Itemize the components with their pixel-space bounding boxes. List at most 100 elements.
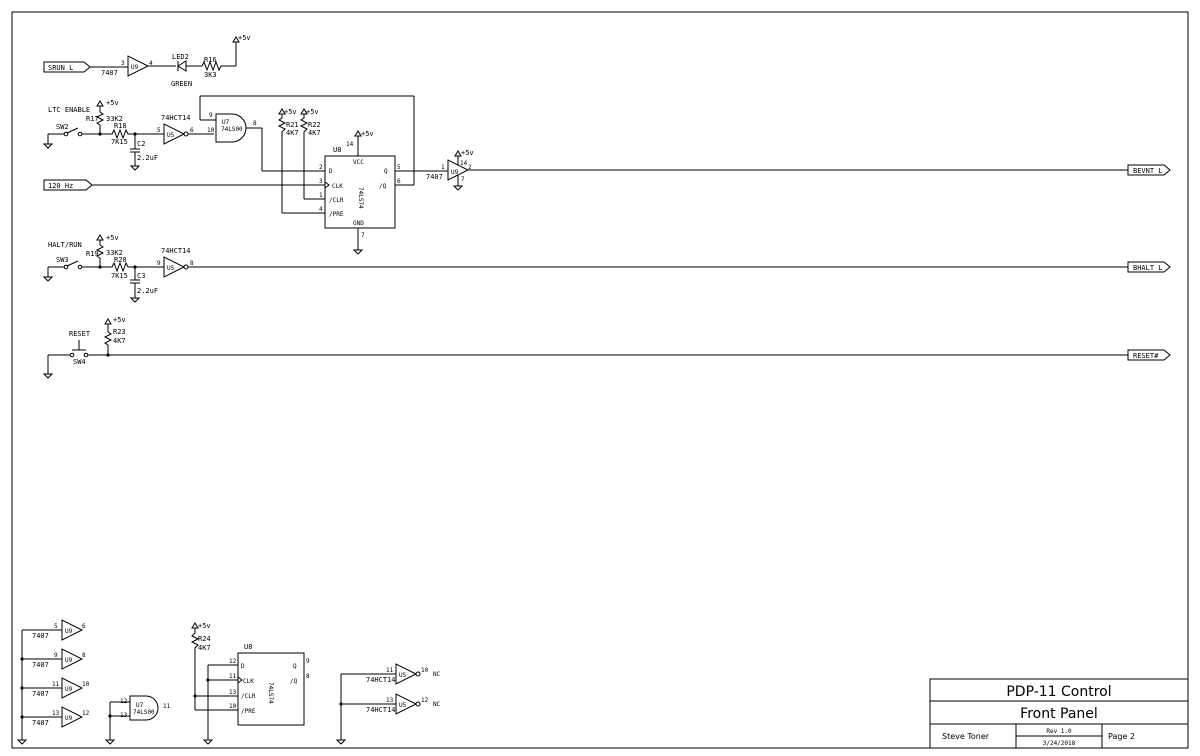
svg-text:5: 5 <box>397 164 401 171</box>
svg-text:R18: R18 <box>114 122 127 130</box>
svg-text:7: 7 <box>461 176 465 183</box>
revision: Rev 1.0 <box>1046 728 1072 735</box>
svg-text:11: 11 <box>52 681 60 688</box>
svg-text:BHALT L: BHALT L <box>1133 264 1163 272</box>
title-1: PDP-11 Control <box>1006 684 1111 700</box>
unused-u7-gate: U7 74LS00 12 13 11 <box>104 695 171 745</box>
unused-u5-gates: 11 74HCT14 U5 10 NC 13 74HCT14 U5 12 NC <box>335 663 441 745</box>
led2-symbol <box>177 60 187 72</box>
svg-text:3: 3 <box>319 178 323 185</box>
date: 3/24/2018 <box>1043 740 1076 747</box>
svg-text:7407: 7407 <box>32 661 49 669</box>
svg-text:+5v: +5v <box>198 622 211 630</box>
svg-text:7K15: 7K15 <box>111 272 128 280</box>
svg-text:LED2: LED2 <box>172 53 189 61</box>
halt-section: HALT/RUN SW3 +5v R19 33K2 R20 7K15 C3 2.… <box>42 234 1171 303</box>
svg-text:C2: C2 <box>137 140 145 148</box>
u5-spare-2 <box>395 693 418 715</box>
svg-text:C3: C3 <box>137 272 145 280</box>
clk120-port <box>43 179 93 191</box>
r23-resistor <box>103 331 113 346</box>
svg-text:8: 8 <box>190 260 194 267</box>
svg-text:9: 9 <box>209 112 213 119</box>
svg-text:/CLR: /CLR <box>241 693 256 700</box>
svg-text:74LS74: 74LS74 <box>357 187 364 209</box>
svg-text:SW2: SW2 <box>56 123 69 131</box>
reset-port <box>1127 349 1171 361</box>
svg-text:7407: 7407 <box>426 173 443 181</box>
unused-u9-gates: 5 7407 U9 6 9 7407 U9 8 11 7407 U9 10 13… <box>16 619 90 745</box>
svg-text:RESET: RESET <box>69 330 91 338</box>
u5-inverter-halt <box>163 256 186 278</box>
svg-text:74LS00: 74LS00 <box>133 709 155 716</box>
pullups-u8: +5v R21 4K7 +5v R22 4K7 <box>277 108 325 214</box>
svg-text:RESET#: RESET# <box>1133 352 1159 360</box>
svg-text:U9: U9 <box>65 628 73 635</box>
svg-text:R21: R21 <box>286 121 299 129</box>
title-block: PDP-11 Control Front Panel Steve Toner R… <box>929 678 1189 749</box>
svg-text:R24: R24 <box>198 635 211 643</box>
svg-text:6: 6 <box>82 623 86 630</box>
r21-resistor <box>277 114 287 136</box>
bhalt-port <box>1127 261 1171 273</box>
svg-text:7K15: 7K15 <box>111 138 128 146</box>
title-2: Front Panel <box>1020 706 1098 722</box>
svg-text:8: 8 <box>306 673 310 680</box>
svg-text:74LS00: 74LS00 <box>221 126 243 133</box>
svg-text:4K7: 4K7 <box>286 129 299 137</box>
svg-text:R19: R19 <box>86 250 99 258</box>
sheet-border <box>11 11 1189 749</box>
svg-text:D: D <box>241 663 245 670</box>
svg-text:CLK: CLK <box>332 183 343 190</box>
svg-text:/PRE: /PRE <box>329 211 344 218</box>
svg-text:+5v: +5v <box>306 108 319 116</box>
u9-spare-3 <box>61 677 84 699</box>
r18-resistor <box>100 128 129 140</box>
svg-text:+5v: +5v <box>461 149 474 157</box>
u9-spare-2 <box>61 648 84 670</box>
svg-text:9: 9 <box>157 260 161 267</box>
svg-text:74HCT14: 74HCT14 <box>161 247 191 255</box>
svg-text:6: 6 <box>190 127 194 134</box>
svg-text:2: 2 <box>319 164 323 171</box>
svg-text:R22: R22 <box>308 121 321 129</box>
svg-text:4: 4 <box>319 206 323 213</box>
svg-text:SW3: SW3 <box>56 256 69 264</box>
u9-buffer-srun <box>127 55 150 77</box>
svg-text:U9: U9 <box>65 715 73 722</box>
svg-text:U9: U9 <box>451 169 459 176</box>
svg-text:3K3: 3K3 <box>204 71 217 79</box>
svg-text:+5v: +5v <box>361 130 374 138</box>
svg-text:NC: NC <box>433 671 441 678</box>
r22-resistor <box>299 114 309 136</box>
svg-text:14: 14 <box>346 141 354 148</box>
svg-text:1: 1 <box>319 192 323 199</box>
svg-text:10: 10 <box>82 681 90 688</box>
u9-spare-1 <box>61 619 84 641</box>
r19-resistor <box>95 244 105 259</box>
svg-text:11: 11 <box>163 703 171 710</box>
svg-text:Q: Q <box>293 663 297 670</box>
svg-text:9: 9 <box>306 658 310 665</box>
svg-text:U9: U9 <box>65 686 73 693</box>
svg-text:+5v: +5v <box>106 99 119 107</box>
svg-text:12: 12 <box>229 658 237 665</box>
svg-text:3: 3 <box>121 60 125 67</box>
bevnt-driver: 1 7407 U9 14 +5v 7 2 BEVNT L <box>426 149 1171 191</box>
u9-spare-4 <box>61 706 84 728</box>
r16-resistor <box>201 60 222 72</box>
svg-text:7407: 7407 <box>32 690 49 698</box>
svg-text:5: 5 <box>157 127 161 134</box>
svg-text:7407: 7407 <box>32 632 49 640</box>
svg-text:11: 11 <box>229 673 237 680</box>
svg-text:R23: R23 <box>113 328 126 336</box>
svg-text:120 Hz: 120 Hz <box>48 182 73 190</box>
svg-text:Q: Q <box>384 168 388 175</box>
svg-text:GND: GND <box>353 220 364 227</box>
srun-label: SRUN L <box>48 64 73 72</box>
svg-text:74LS74: 74LS74 <box>267 682 274 704</box>
unused-u8-flipflop: +5v R24 4K7 U8 D CLK /CLR /PRE Q /Q 74LS… <box>190 622 310 745</box>
svg-text:7: 7 <box>361 232 365 239</box>
svg-text:R20: R20 <box>114 256 127 264</box>
